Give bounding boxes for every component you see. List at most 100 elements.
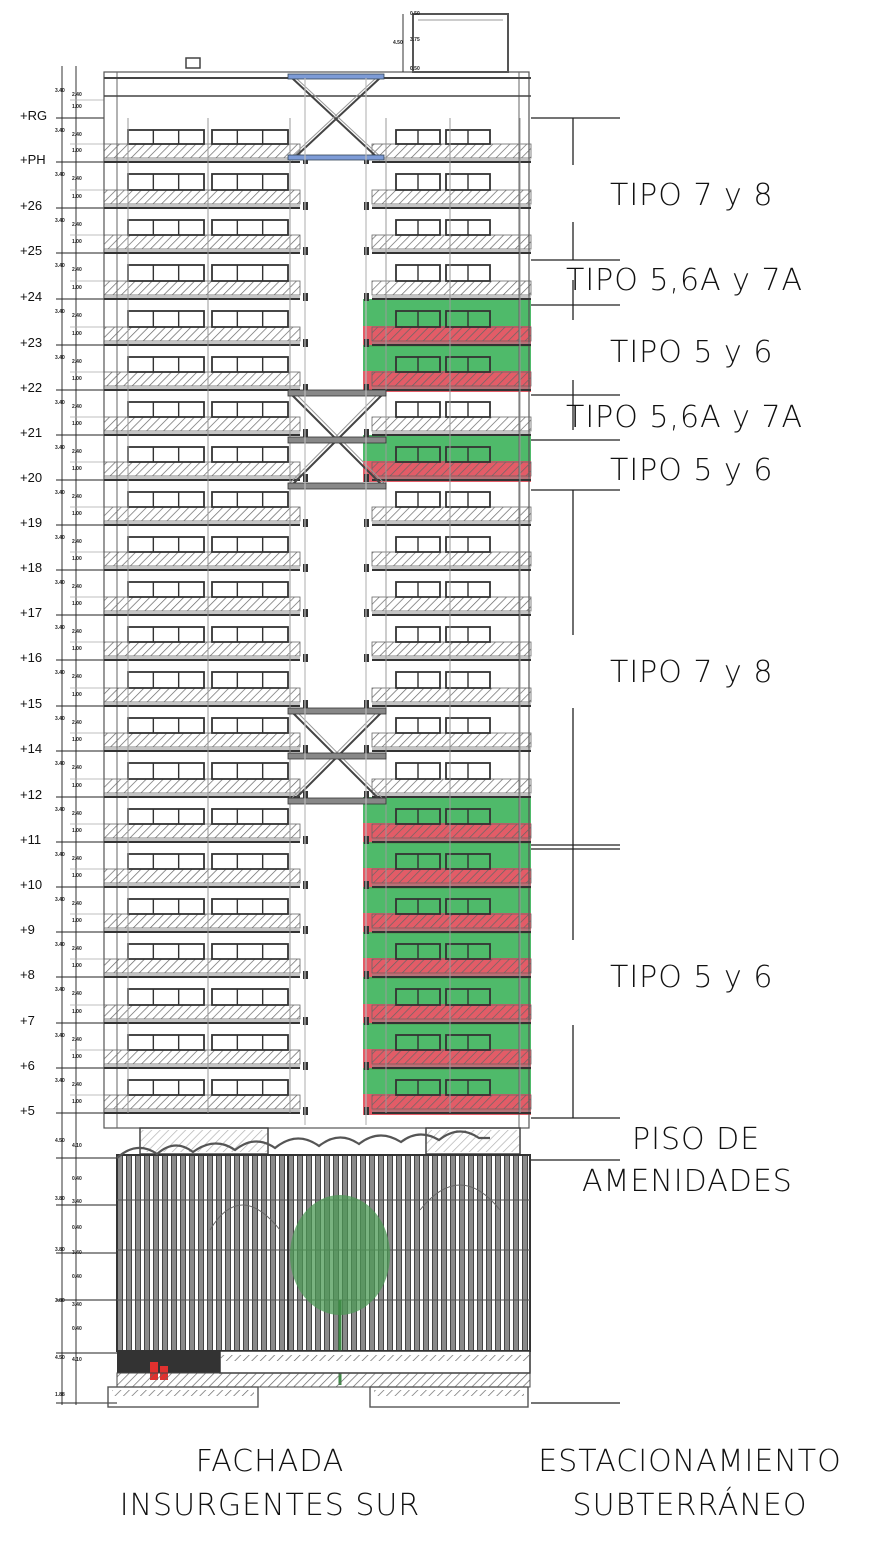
window-frame <box>127 219 205 236</box>
window-frame <box>211 943 289 960</box>
balcony-railing <box>371 551 532 567</box>
green-band <box>363 345 531 371</box>
balcony-railing <box>371 778 532 794</box>
dim-floor-lower: 1.00 <box>72 873 82 879</box>
floor-label: +12 <box>20 787 43 802</box>
roof-dim-total: 4.50 <box>393 40 403 46</box>
footer-right-line2: SUBTERRÁNEO <box>572 1488 808 1523</box>
balcony-railing <box>371 189 532 205</box>
window-frame <box>127 264 205 282</box>
dim-floor-lower: 1.00 <box>72 556 82 562</box>
balcony-railing <box>103 280 301 296</box>
dim-floor-lower: 1.00 <box>72 1099 82 1105</box>
floor-label: +15 <box>20 696 43 711</box>
dim-floor-upper: 2.40 <box>72 946 82 952</box>
balcony-railing <box>103 189 301 205</box>
dim-floor-lower: 1.00 <box>72 466 82 472</box>
dim-floor-total: 3.40 <box>55 625 65 631</box>
dim-floor-upper: 2.40 <box>72 720 82 726</box>
footer-left: FACHADA INSURGENTES SUR <box>100 1440 440 1528</box>
dim-floor-lower: 1.00 <box>72 783 82 789</box>
dim-floor-lower: 1.00 <box>72 376 82 382</box>
balcony-railing <box>103 326 301 342</box>
roof-dim-mid: 3.75 <box>410 37 420 43</box>
dim-floor-lower: 1.00 <box>72 285 82 291</box>
balcony-railing <box>103 1094 301 1110</box>
central-core-bracing <box>287 73 387 1125</box>
dim-floor-total: 3.40 <box>55 761 65 767</box>
balcony-railing <box>103 1004 301 1020</box>
dim-floor-total: 3.40 <box>55 1033 65 1039</box>
window-frame <box>211 264 289 282</box>
window-frame <box>127 536 205 553</box>
dim-floor-lower: 1.00 <box>72 148 82 154</box>
floor-label: +RG <box>20 108 48 123</box>
dim-podium-small: 0.40 <box>72 1225 82 1231</box>
balcony-railing <box>103 416 301 432</box>
balcony-railing <box>371 1049 532 1065</box>
dim-floor-lower: 1.00 <box>72 104 82 110</box>
floor-label: +23 <box>20 335 43 350</box>
type-label-tipo-5-6-upper: TIPO 5 y 6 <box>610 335 774 370</box>
dim-floor-upper: 2.40 <box>72 991 82 997</box>
window-frame <box>211 219 289 236</box>
dim-podium-total: 4.50 <box>55 1138 65 1144</box>
window-frame <box>127 988 205 1006</box>
window-frame <box>127 446 205 463</box>
roof-dim-small-bottom: 0.50 <box>410 66 420 72</box>
window-frame <box>211 536 289 553</box>
balcony-railing <box>371 234 532 250</box>
dim-floor-upper: 2.40 <box>72 856 82 862</box>
dim-podium-total: 3.80 <box>55 1298 65 1304</box>
dim-floor-upper: 2.40 <box>72 132 82 138</box>
dim-floor-total: 3.40 <box>55 218 65 224</box>
window-frame <box>211 129 289 145</box>
type-label-tipo-5-6-mid: TIPO 5 y 6 <box>610 453 774 488</box>
dim-floor-upper: 2.40 <box>72 92 82 98</box>
balcony-railing <box>103 371 301 387</box>
balcony-railing <box>371 461 532 477</box>
dim-floor-total: 3.40 <box>55 263 65 269</box>
dim-floor-lower: 1.00 <box>72 828 82 834</box>
window-frame <box>211 1079 289 1096</box>
dim-floor-total: 3.40 <box>55 535 65 541</box>
floor-label: +24 <box>20 289 43 304</box>
window-frame <box>127 853 205 870</box>
balcony-railing <box>371 641 532 657</box>
green-band <box>363 299 531 326</box>
type-label-tipo-5-6a-7a-upper: TIPO 5,6A y 7A <box>566 263 804 298</box>
balcony-railing <box>103 958 301 974</box>
dim-floor-upper: 2.40 <box>72 674 82 680</box>
dim-floor-upper: 2.40 <box>72 1082 82 1088</box>
green-band <box>363 435 531 461</box>
dim-floor-lower: 1.00 <box>72 737 82 743</box>
balcony-railing <box>371 958 532 974</box>
dim-floor-lower: 1.00 <box>72 918 82 924</box>
dim-floor-total: 3.40 <box>55 172 65 178</box>
dim-floor-total: 3.40 <box>55 128 65 134</box>
dim-floor-lower: 1.00 <box>72 1009 82 1015</box>
dim-floor-upper: 2.40 <box>72 222 82 228</box>
dim-floor-upper: 2.40 <box>72 629 82 635</box>
dim-floor-total: 3.40 <box>55 807 65 813</box>
dim-podium-sub: 3.40 <box>72 1199 82 1205</box>
balcony-railing <box>103 913 301 929</box>
balcony-railing <box>371 913 532 929</box>
window-frame <box>127 717 205 734</box>
dim-podium-small: 0.40 <box>72 1326 82 1332</box>
dim-floor-lower: 1.00 <box>72 963 82 969</box>
window-frame <box>211 717 289 734</box>
balcony-railing <box>371 416 532 432</box>
green-band <box>363 1023 531 1049</box>
dim-floor-total: 3.40 <box>55 897 65 903</box>
window-frame <box>127 310 205 328</box>
window-frame <box>211 401 289 418</box>
type-label-tipo-5-6-lower: TIPO 5 y 6 <box>610 960 774 995</box>
roof-dim-small-top: 0.50 <box>410 11 420 17</box>
dim-podium-total: 3.80 <box>55 1247 65 1253</box>
floor-label: +10 <box>20 877 43 892</box>
dim-floor-upper: 2.40 <box>72 359 82 365</box>
window-frame <box>211 446 289 463</box>
dim-floor-upper: 2.40 <box>72 765 82 771</box>
dim-floor-upper: 2.40 <box>72 1037 82 1043</box>
